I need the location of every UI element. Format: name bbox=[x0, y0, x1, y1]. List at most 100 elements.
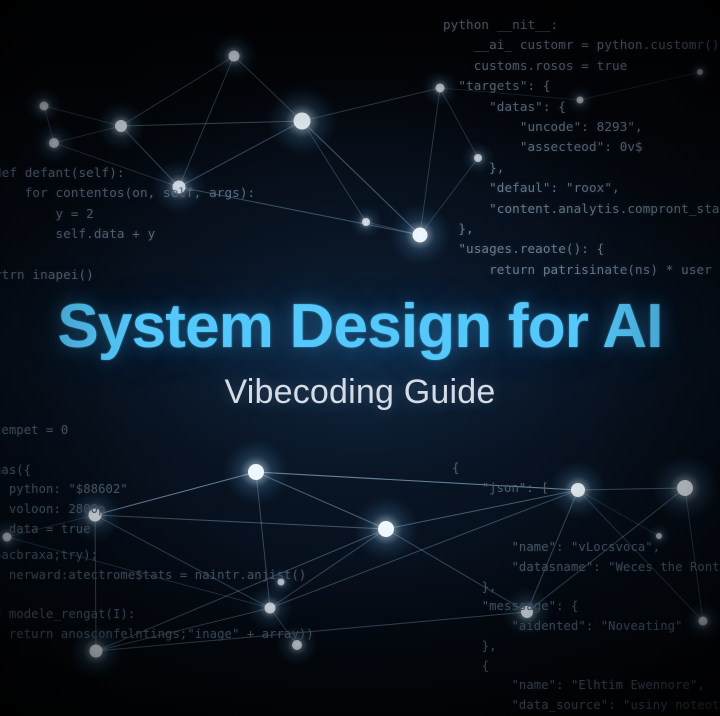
network-edge bbox=[439, 87, 479, 159]
code-snippet-bottom-left: oacbraxa;try); nerward:atectrome$tats = … bbox=[0, 546, 314, 645]
network-node bbox=[521, 606, 533, 618]
code-line: "targets": { bbox=[443, 78, 551, 94]
network-node bbox=[39, 101, 49, 111]
code-line: tempet = 0 bbox=[0, 423, 69, 437]
network-node-glow bbox=[25, 87, 63, 125]
code-line: "datasname": "Weces the Ronty Etern bbox=[511, 559, 720, 574]
network-node bbox=[677, 480, 693, 496]
network-node-glow bbox=[222, 438, 290, 506]
code-line: self.data + y bbox=[0, 226, 156, 242]
code-line bbox=[0, 441, 128, 461]
network-node-glow bbox=[388, 203, 452, 267]
network-node-glow bbox=[246, 584, 294, 632]
network-node bbox=[571, 483, 585, 497]
code-line: "aidented": "Noveating" bbox=[452, 619, 683, 634]
code-line: "usages.reaote(): { bbox=[443, 241, 605, 257]
network-edge bbox=[255, 471, 579, 491]
network-node-glow bbox=[68, 623, 124, 679]
page-title: System Design for AI bbox=[57, 292, 663, 361]
network-edge bbox=[43, 105, 55, 144]
network-edge bbox=[577, 487, 686, 491]
network-node bbox=[292, 640, 302, 650]
network-node bbox=[115, 120, 127, 132]
network-edge bbox=[95, 607, 271, 652]
network-edge bbox=[53, 125, 122, 144]
network-node-glow bbox=[684, 602, 720, 640]
network-node-glow bbox=[421, 69, 459, 107]
network-node-glow bbox=[33, 122, 75, 164]
network-node-glow bbox=[276, 624, 318, 666]
network-edge bbox=[301, 120, 367, 223]
network-edge bbox=[94, 471, 257, 516]
code-snippet-top-left: def defant(self): for contentos(on, self… bbox=[0, 163, 255, 285]
network-node-glow bbox=[95, 100, 147, 152]
network-edge bbox=[178, 120, 303, 188]
network-edge bbox=[419, 157, 479, 236]
network-node bbox=[264, 602, 276, 614]
network-edge bbox=[526, 487, 686, 613]
code-line: }, bbox=[452, 638, 497, 653]
network-node bbox=[698, 616, 708, 626]
code-line: nerward:atectrome$tats = naintr.anjist() bbox=[0, 567, 307, 582]
network-edge bbox=[579, 71, 701, 101]
code-line bbox=[0, 245, 255, 265]
code-line: "assecteod": 0v$ bbox=[443, 139, 643, 155]
network-node bbox=[697, 69, 703, 75]
network-node-glow bbox=[565, 85, 595, 115]
network-node-glow bbox=[461, 141, 495, 175]
network-edge bbox=[385, 489, 579, 530]
network-edge bbox=[6, 536, 271, 609]
network-edge bbox=[233, 55, 303, 122]
network-node bbox=[474, 154, 482, 162]
network-edge bbox=[255, 471, 387, 530]
network-node-glow bbox=[501, 586, 553, 638]
network-edge bbox=[526, 489, 579, 613]
network-edge bbox=[120, 120, 303, 127]
code-line: __ai_ customr = python.customr() bbox=[443, 37, 720, 53]
network-edge bbox=[178, 186, 421, 236]
code-line: python __nit__: bbox=[443, 17, 559, 32]
net-bottom-edges bbox=[6, 471, 704, 652]
network-edge bbox=[178, 55, 235, 188]
code-line: customs.rosos = true bbox=[443, 57, 628, 73]
code-line: "json": [ bbox=[452, 480, 549, 495]
network-node-glow bbox=[67, 487, 123, 543]
network-node-glow bbox=[548, 460, 608, 520]
code-line: "datas": { bbox=[443, 98, 566, 114]
network-edge bbox=[94, 514, 387, 530]
network-edge bbox=[95, 528, 387, 652]
network-node-glow bbox=[349, 205, 383, 239]
code-line: "name": "Elhtim Ewennore", bbox=[452, 678, 705, 693]
network-edge bbox=[419, 87, 441, 236]
code-line: for contentos(on, self, args): bbox=[0, 185, 256, 201]
network-node-glow bbox=[352, 495, 420, 563]
network-edge bbox=[684, 487, 704, 622]
network-edge bbox=[6, 514, 96, 538]
code-line: "uncode": 8293", bbox=[443, 118, 643, 134]
network-node-glow bbox=[210, 32, 258, 80]
code-line: python: "$88602" bbox=[0, 482, 128, 497]
network-edge bbox=[269, 528, 387, 609]
network-edge bbox=[94, 514, 271, 609]
network-node bbox=[277, 578, 285, 586]
code-snippet-top-right: python __nit__: __ai_ customr = python.c… bbox=[443, 15, 720, 280]
code-line: return anosconfelntings;"inage" + array)… bbox=[0, 627, 314, 642]
code-line: "data_source": "usiny noteot" bbox=[452, 698, 720, 713]
network-node-glow bbox=[151, 159, 207, 215]
network-node-glow bbox=[646, 523, 672, 549]
code-line: nas({ bbox=[0, 462, 32, 477]
network-edge bbox=[577, 489, 660, 537]
code-line: return patrisinate(ns) * user bbox=[443, 261, 712, 277]
code-snippet-mid-left: tempet = 0 nas({ python: "$88602" voloon… bbox=[0, 421, 128, 540]
code-line: y = 2 bbox=[0, 205, 94, 221]
code-line: "content.analytis.compront_sta bbox=[443, 200, 720, 216]
code-line bbox=[0, 586, 314, 606]
code-line: f modele_rengat(I): bbox=[0, 607, 136, 622]
title-block: System Design for AI Vibecoding Guide bbox=[0, 292, 720, 410]
network-node bbox=[656, 533, 662, 539]
network-edge bbox=[120, 125, 180, 188]
code-line: "name": "vLocsvoca", bbox=[452, 540, 661, 555]
code-line: oacbraxa;try); bbox=[0, 548, 99, 562]
network-edge bbox=[365, 221, 421, 236]
network-edge bbox=[255, 471, 579, 491]
